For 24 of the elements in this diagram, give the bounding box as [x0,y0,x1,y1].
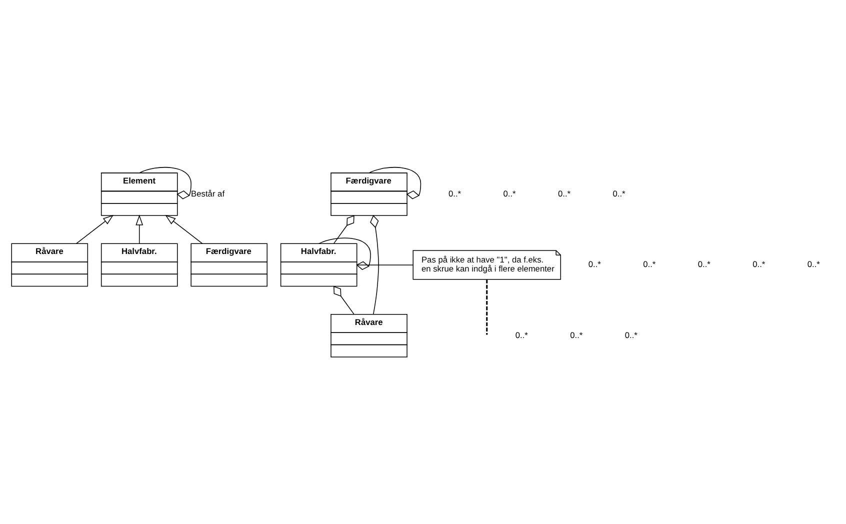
label: 0..* [612,188,626,198]
connector [368,166,422,200]
label: 0..* [558,188,571,198]
connector [334,215,354,244]
edge-label: Består af [191,188,225,198]
connector [318,238,371,270]
label: 0..* [448,188,462,198]
label: 0..* [698,259,710,270]
connector [333,286,354,315]
label: 0..* [624,330,638,340]
connector [370,215,379,315]
arrow [165,214,203,244]
label: 0..* [570,330,583,340]
label: 0..* [503,188,516,198]
label: 0..* [752,259,766,270]
arrow [136,214,144,244]
connector [138,166,192,200]
label: 0..* [643,259,656,270]
connector [486,280,488,335]
label: 0..* [588,259,601,270]
label: 0..* [807,259,820,270]
arrow [76,214,114,244]
label: 0..* [515,330,528,340]
connector [356,264,414,266]
